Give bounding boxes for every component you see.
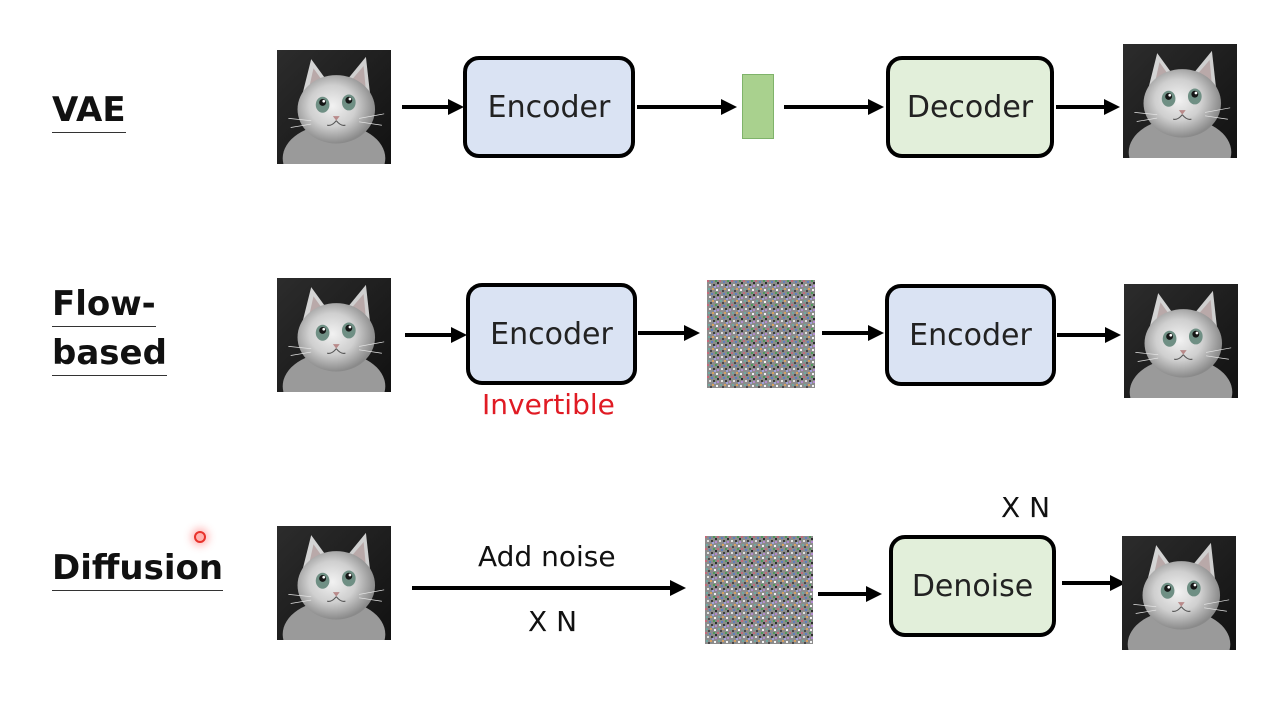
add-noise-repeat-label: X N <box>528 605 578 638</box>
diffusion-arrow-3 <box>1062 573 1126 593</box>
flow-encoder-box: Encoder <box>466 283 637 385</box>
diffusion-label: Diffusion <box>52 544 224 593</box>
vae-arrow-3 <box>784 97 884 117</box>
flow-arrow-2 <box>638 323 700 343</box>
flow-input-cat-image <box>277 278 391 392</box>
vae-arrow-2 <box>637 97 737 117</box>
add-noise-label: Add noise <box>478 540 616 573</box>
vae-decoder-box: Decoder <box>886 56 1054 158</box>
denoise-box: Denoise <box>889 535 1056 637</box>
flow-label: Flow- based <box>52 280 167 379</box>
vae-decoder-label: Decoder <box>906 89 1034 125</box>
diffusion-arrow-2 <box>818 584 882 604</box>
vae-label: VAE <box>52 86 126 135</box>
flow-arrow-1 <box>405 325 467 345</box>
vae-arrow-4 <box>1056 97 1120 117</box>
invertible-note: Invertible <box>482 388 615 421</box>
flow-arrow-4 <box>1057 325 1121 345</box>
diffusion-input-cat-image <box>277 526 391 640</box>
vae-latent-vector <box>742 74 774 139</box>
flow-arrow-3 <box>822 323 884 343</box>
denoise-repeat-label: X N <box>1001 491 1051 524</box>
diffusion-output-cat-image <box>1122 536 1236 650</box>
diffusion-arrow-1 <box>412 578 686 598</box>
vae-encoder-label: Encoder <box>487 89 611 125</box>
flow-encoder-label: Encoder <box>490 316 613 352</box>
diffusion-noise-image <box>705 536 813 644</box>
flow-output-cat-image <box>1124 284 1238 398</box>
laser-pointer-icon <box>194 531 206 543</box>
vae-input-cat-image <box>277 50 391 164</box>
flow-noise-image <box>707 280 815 388</box>
flow-second-encoder-box: Encoder <box>885 284 1056 386</box>
flow-second-encoder-label: Encoder <box>909 317 1032 353</box>
vae-arrow-1 <box>402 97 464 117</box>
vae-encoder-box: Encoder <box>463 56 635 158</box>
denoise-label: Denoise <box>911 568 1034 604</box>
vae-output-cat-image <box>1123 44 1237 158</box>
